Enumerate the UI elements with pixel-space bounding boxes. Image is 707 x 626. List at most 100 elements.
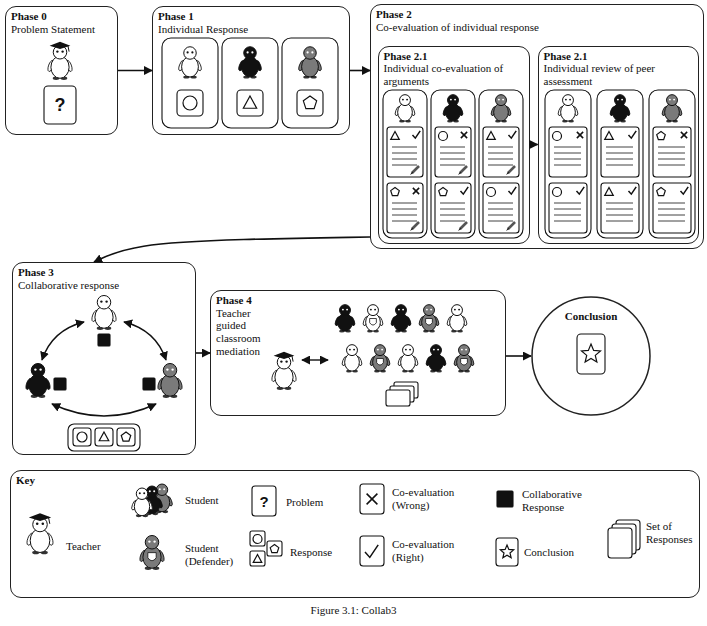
collaborative-square xyxy=(143,378,155,390)
figure-body xyxy=(394,313,409,331)
figure-eye xyxy=(34,368,36,370)
student-figure xyxy=(394,95,415,123)
cross-mark xyxy=(461,132,467,138)
figure-body xyxy=(613,103,628,121)
cross-mark xyxy=(367,494,378,505)
circle-border xyxy=(532,297,650,415)
figure-flipper xyxy=(405,316,412,326)
problem-card xyxy=(252,486,276,516)
figure-eye xyxy=(374,309,376,311)
check-mark xyxy=(509,187,517,194)
figure-flipper xyxy=(453,356,460,366)
response-triangle xyxy=(605,132,614,140)
defender-figure xyxy=(453,345,474,373)
figure-foot xyxy=(285,387,292,390)
response-pentagon xyxy=(657,132,666,140)
figure-flipper xyxy=(425,356,432,366)
figure-head xyxy=(396,305,407,316)
text-line xyxy=(606,203,633,204)
figure-head xyxy=(145,535,159,549)
figure-head xyxy=(277,355,291,369)
evaluation-card xyxy=(653,183,691,233)
figure-body xyxy=(242,57,259,77)
text-line xyxy=(658,221,685,222)
figure-eye xyxy=(498,99,500,101)
text-line xyxy=(392,165,417,166)
figure-foot xyxy=(61,77,68,80)
figure-eye xyxy=(430,309,432,311)
text-line xyxy=(440,159,465,160)
figure-head xyxy=(33,517,48,532)
subphase-box: Phase 2.1Individual co-evaluation of arg… xyxy=(378,46,530,244)
student-figure xyxy=(238,47,263,79)
figure-foot xyxy=(395,330,400,333)
figure-flipper xyxy=(440,356,447,366)
figure-body xyxy=(134,497,149,516)
phase-box: Phase 4Teacher guided classroom mediatio… xyxy=(210,290,506,416)
student-figure xyxy=(157,363,184,397)
figure-foot xyxy=(171,395,178,398)
figure-body xyxy=(366,313,381,331)
figure-foot xyxy=(408,370,413,373)
legend-text: Co-evaluation (Wrong) xyxy=(392,486,472,511)
mortarboard xyxy=(50,42,71,49)
figure-foot xyxy=(345,330,350,333)
phase-title: Conclusion xyxy=(531,310,651,323)
flow-arrow xyxy=(196,352,210,354)
figure-body xyxy=(338,313,353,331)
figure-eye xyxy=(437,349,439,351)
phase-title: Phase 3 xyxy=(18,266,188,279)
student-column xyxy=(222,38,278,128)
response-card xyxy=(177,90,203,116)
figure-eye xyxy=(458,309,460,311)
response-sheet xyxy=(616,520,640,550)
figure-eye xyxy=(465,349,467,351)
response-card xyxy=(117,428,135,446)
figure-body xyxy=(429,353,444,371)
figure-flipper xyxy=(271,370,279,383)
figure-eye xyxy=(56,50,58,52)
response-circle xyxy=(553,188,562,197)
figure-eye xyxy=(377,349,379,351)
response-circle xyxy=(439,132,448,141)
collaborative-square xyxy=(54,378,66,390)
response-triangle xyxy=(391,132,400,140)
response-card xyxy=(250,531,265,546)
phase-description: Individual co-evaluation of arguments xyxy=(384,62,526,87)
figure-body xyxy=(373,353,388,371)
check-mark xyxy=(413,131,421,138)
figure-flipper xyxy=(676,106,683,116)
student-figure xyxy=(446,305,467,333)
tassel xyxy=(68,45,69,52)
figure-head xyxy=(667,95,678,106)
response-sheet xyxy=(386,390,410,406)
response-triangle xyxy=(487,132,496,140)
evaluation-card xyxy=(549,127,587,177)
figure-foot xyxy=(190,75,196,78)
figure-flipper xyxy=(461,316,468,326)
pencil-icon xyxy=(460,166,467,173)
figure-eye xyxy=(406,99,408,101)
figure-foot xyxy=(145,567,152,570)
figure-foot xyxy=(373,330,378,333)
student-column xyxy=(162,38,218,128)
figure-foot xyxy=(243,75,249,78)
figure-eye xyxy=(398,309,400,311)
evaluation-card xyxy=(653,127,691,177)
response-card xyxy=(267,541,282,556)
pencil-icon xyxy=(412,222,419,229)
figure-body xyxy=(143,546,161,568)
figure-head xyxy=(615,95,626,106)
figure-eye xyxy=(247,51,249,53)
figure-foot xyxy=(156,510,162,513)
tassel xyxy=(292,355,293,362)
figure-foot xyxy=(399,120,404,123)
figure-foot xyxy=(453,120,458,123)
figure-flipper xyxy=(334,316,341,326)
student-figure xyxy=(334,305,355,333)
figure-head xyxy=(368,305,379,316)
response-circle xyxy=(553,132,562,141)
student-column xyxy=(545,90,591,238)
figure-flipper xyxy=(175,378,183,391)
